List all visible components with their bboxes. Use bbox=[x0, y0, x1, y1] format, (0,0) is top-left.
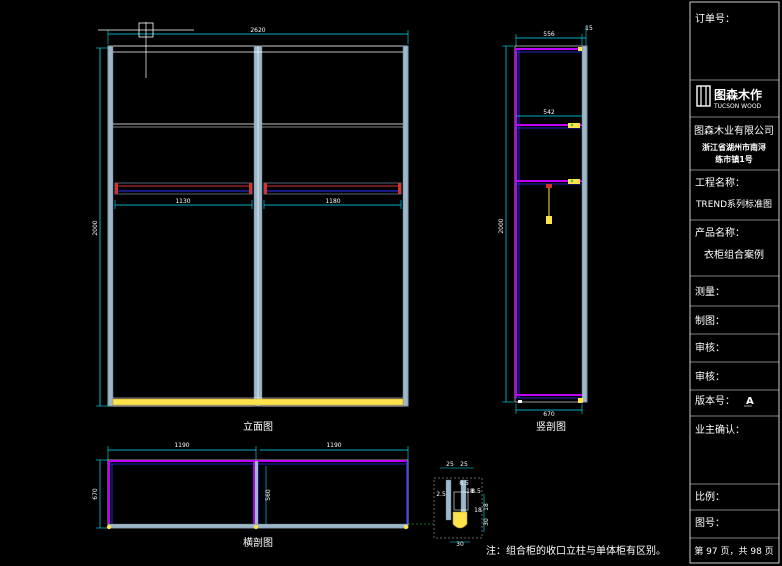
right-side-panel bbox=[402, 45, 409, 407]
version-value: A bbox=[746, 396, 754, 407]
drawer-label: 制图： bbox=[695, 314, 725, 327]
plan-left-dim: 1190 bbox=[174, 442, 189, 449]
version-label: 版本号： bbox=[695, 394, 735, 407]
detail-dim-c: 8.5 bbox=[459, 480, 469, 487]
detail-dim-j: 30 bbox=[456, 541, 464, 548]
elevation-plinth bbox=[112, 398, 404, 406]
product-value: 衣柜组合案例 bbox=[704, 248, 764, 261]
elevation-title: 立面图 bbox=[243, 420, 273, 433]
detail-dim-g: 18 bbox=[483, 503, 490, 511]
elevation-view: 2620 2000 bbox=[92, 22, 409, 433]
plan-depth-dim: 670 bbox=[92, 488, 99, 500]
detail-dim-b: 25 bbox=[460, 461, 468, 468]
check-label: 审核： bbox=[695, 370, 725, 383]
company-name: 图森木业有限公司 bbox=[694, 124, 774, 137]
section-height-dim: 2000 bbox=[498, 218, 505, 233]
company-address-1: 浙江省湖州市南浔 bbox=[702, 142, 766, 152]
title-block: 订单号： 图森木作 TUCSON WOOD 图森木业有限公司 浙江省湖州市南浔 … bbox=[689, 1, 780, 564]
drawing-no-label: 图号： bbox=[695, 517, 725, 529]
elevation-height-dim: 2000 bbox=[92, 220, 99, 235]
logo-cn: 图森木作 bbox=[714, 87, 762, 102]
detail-dim-h: 30 bbox=[483, 518, 490, 526]
detail-dim-i: 18 bbox=[474, 507, 482, 514]
vertical-section-view: 556 15 2000 542 bbox=[498, 25, 593, 433]
measure-label: 测量： bbox=[695, 285, 725, 298]
section-top-right-dim: 15 bbox=[585, 25, 593, 32]
company-address-2: 练市镇1号 bbox=[715, 154, 753, 164]
detail-dim-d: 18 bbox=[466, 488, 474, 495]
order-no-label: 订单号： bbox=[695, 13, 735, 25]
left-side-panel bbox=[107, 45, 114, 407]
plan-right-dim: 1190 bbox=[326, 442, 341, 449]
ucs-crosshair-box bbox=[138, 22, 154, 38]
plan-title: 横剖图 bbox=[243, 536, 273, 549]
logo-en: TUCSON WOOD bbox=[713, 103, 762, 110]
project-label: 工程名称： bbox=[695, 176, 745, 189]
detail-dim-a: 25 bbox=[446, 461, 454, 468]
plan-section-view: 1190 1190 670 560 横剖图 bbox=[92, 442, 434, 549]
company-logo: 图森木作 TUCSON WOOD bbox=[696, 85, 762, 110]
project-value: TREND系列标准图 bbox=[695, 198, 772, 210]
scale-label: 比例： bbox=[695, 490, 725, 503]
detail-dim-f: 2.5 bbox=[436, 491, 446, 498]
detail-dim-e: 8.5 bbox=[471, 488, 481, 495]
plan-inner-dim: 560 bbox=[265, 489, 272, 501]
section-title: 竖剖图 bbox=[536, 420, 566, 433]
left-drawer-dim: 1130 bbox=[175, 198, 190, 205]
detail-view: 25 25 8.5 18 8.5 2.5 18 30 18 30 bbox=[433, 461, 490, 548]
hanger-rod-bracket bbox=[546, 216, 552, 224]
section-middle-dim: 542 bbox=[543, 109, 555, 116]
section-door-panel bbox=[581, 45, 588, 403]
detail-profile bbox=[452, 511, 468, 529]
owner-confirm-label: 业主确认： bbox=[695, 423, 745, 436]
right-drawer-dim: 1180 bbox=[325, 198, 340, 205]
section-top-dim: 556 bbox=[543, 31, 555, 38]
elevation-width-dim: 2620 bbox=[250, 27, 265, 34]
section-bottom-dim: 670 bbox=[543, 411, 555, 418]
page-info: 第 97 页，共 98 页 bbox=[694, 545, 773, 557]
drawing-note: 注：组合柜的收口立柱与单体柜有区别。 bbox=[486, 544, 666, 557]
review-label: 审核： bbox=[695, 341, 725, 354]
product-label: 产品名称： bbox=[695, 226, 745, 239]
